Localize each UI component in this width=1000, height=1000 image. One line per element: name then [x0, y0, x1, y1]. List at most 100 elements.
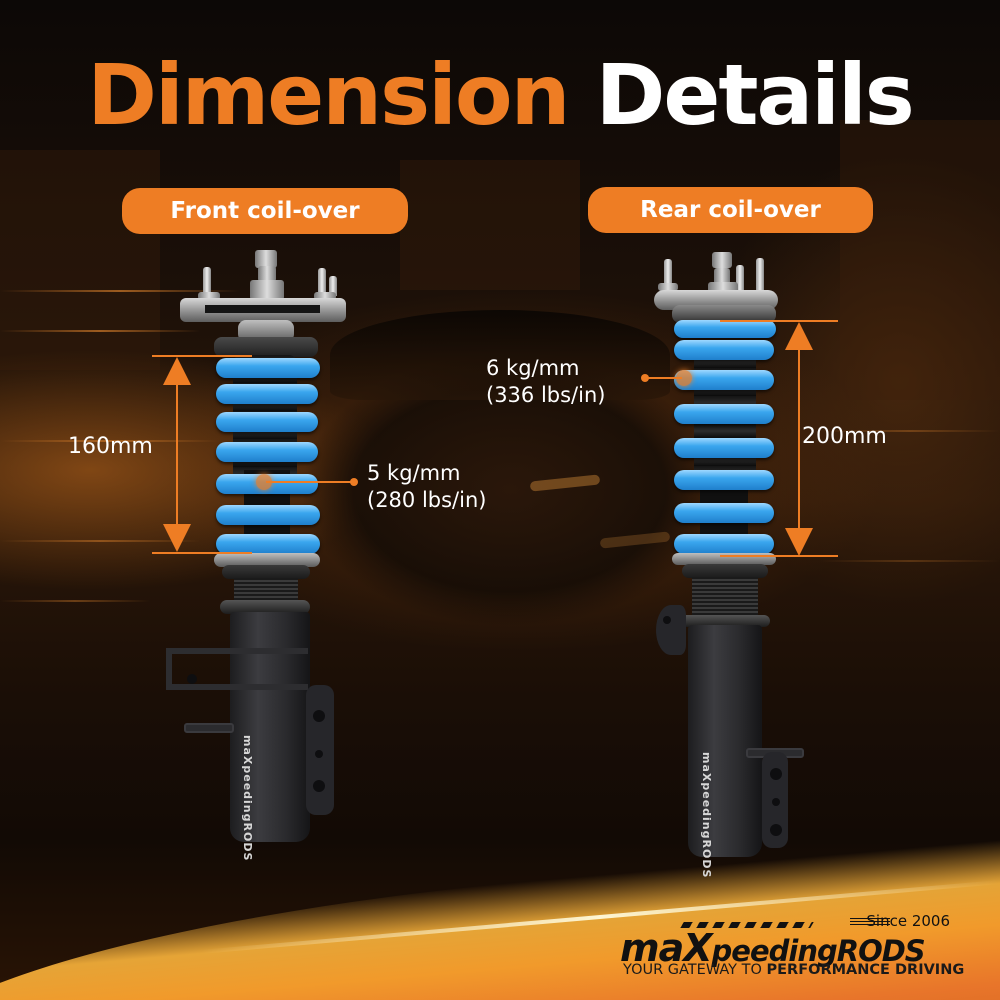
callout-dot-icon — [641, 374, 649, 382]
dimension-line-top — [152, 355, 252, 357]
building-shape — [0, 150, 160, 370]
callout-anchor-icon — [256, 474, 272, 490]
lock-ring — [682, 564, 768, 578]
arrow-up-icon — [785, 322, 813, 350]
title-dimension: Dimension — [87, 46, 570, 144]
nut-icon — [658, 283, 678, 291]
adjuster-knob-icon — [255, 250, 277, 268]
adjuster-knob-icon — [712, 252, 732, 268]
arrow-up-icon — [163, 357, 191, 385]
tagline-bold: PERFORMANCE DRIVING — [766, 962, 965, 978]
mount-hole — [315, 750, 323, 758]
spring-coil — [216, 442, 318, 462]
logo-wordmark: maXpeedingRODS — [620, 926, 926, 970]
front-coilover-label: Front coil-over — [122, 188, 408, 234]
spring-coil — [674, 370, 774, 390]
rear-coilover-label: Rear coil-over — [588, 187, 873, 233]
building-shape — [840, 120, 1000, 400]
spring-coil — [674, 534, 774, 554]
front-spring-rate: 5 kg/mm (280 lbs/in) — [367, 460, 486, 514]
lower-spring-seat — [214, 553, 320, 567]
spring-coil — [216, 412, 318, 432]
light-streak — [820, 430, 1000, 432]
stud-icon — [736, 265, 744, 293]
building-shape — [400, 160, 580, 290]
adjuster-knob-icon — [714, 268, 730, 286]
bracket-hole — [187, 674, 197, 684]
height-adjuster-ring — [680, 615, 770, 627]
spring-coil — [674, 340, 774, 360]
rear-spring-rate-metric: 6 kg/mm — [486, 356, 580, 380]
dimension-line-vertical — [176, 382, 178, 527]
logo-tagline: YOUR GATEWAY TO PERFORMANCE DRIVING — [623, 962, 964, 978]
adjuster-knob-icon — [258, 266, 276, 282]
mount-hole — [663, 616, 671, 624]
spring-coil — [674, 320, 776, 338]
front-length-label: 160mm — [68, 434, 153, 459]
title-details: Details — [595, 46, 915, 144]
bearing-housing — [238, 320, 294, 342]
light-streak — [0, 540, 200, 542]
arrow-down-icon — [163, 524, 191, 552]
threaded-sleeve — [692, 577, 758, 615]
spring-coil — [674, 470, 774, 490]
mount-hole — [770, 824, 782, 836]
mount-hole — [313, 780, 325, 792]
light-streak — [820, 560, 1000, 562]
lock-ring — [222, 565, 310, 579]
spring-coil — [216, 384, 318, 404]
page-title: Dimension Details — [0, 50, 1000, 140]
speed-lines-icon — [850, 918, 890, 926]
nut-icon — [314, 292, 336, 300]
logo-since: Since 2006 — [866, 912, 950, 930]
light-streak — [0, 600, 150, 602]
callout-anchor-icon — [676, 370, 692, 386]
spring-coil — [216, 534, 320, 554]
spring-coil — [674, 438, 774, 458]
rear-spring-rate-imperial: (336 lbs/in) — [486, 383, 606, 407]
front-spring-rate-imperial: (280 lbs/in) — [367, 488, 487, 512]
front-spring-rate-metric: 5 kg/mm — [367, 461, 461, 485]
spring-coil — [216, 358, 320, 378]
light-streak — [0, 330, 200, 332]
mount-hole — [313, 710, 325, 722]
tagline-light: YOUR GATEWAY TO — [623, 962, 767, 978]
mount-hole — [772, 798, 780, 806]
logo-suffix: peedingRODS — [711, 934, 926, 968]
arrow-down-icon — [785, 528, 813, 556]
body-brand-text: maXpeedingRODS — [700, 752, 713, 879]
upper-mount-ear — [656, 605, 686, 655]
mount-hole — [770, 768, 782, 780]
upper-spring-seat — [214, 337, 318, 357]
logo-prefix: maX — [620, 926, 713, 970]
dimension-line-bottom — [720, 555, 838, 557]
body-brand-text: maXpeedingRODS — [241, 735, 254, 862]
spring-coil — [216, 505, 320, 525]
shock-body — [688, 625, 762, 857]
sway-bar-bracket — [166, 648, 308, 690]
brand-logo: Since 2006 maXpeedingRODS YOUR GATEWAY T… — [620, 912, 964, 982]
callout-line — [266, 481, 356, 483]
spring-coil — [674, 503, 774, 523]
height-adjuster-ring — [220, 600, 310, 614]
dimension-line-bottom — [152, 552, 252, 554]
rear-length-label: 200mm — [802, 424, 887, 449]
light-streak — [0, 290, 240, 292]
spring-coil — [674, 404, 774, 424]
top-nut-icon — [250, 280, 284, 300]
callout-dot-icon — [350, 478, 358, 486]
car-windshield — [330, 310, 670, 400]
nut-icon — [198, 292, 220, 300]
rear-spring-rate: 6 kg/mm (336 lbs/in) — [486, 355, 605, 409]
stud-icon — [203, 267, 211, 297]
brake-line-tab — [184, 723, 234, 733]
light-streak — [0, 440, 220, 442]
stud-icon — [329, 276, 337, 296]
stud-icon — [756, 258, 764, 292]
plate-slot — [205, 305, 320, 313]
stud-icon — [318, 268, 326, 296]
upper-spring-seat — [672, 305, 776, 323]
dimension-line-top — [720, 320, 838, 322]
callout-line — [646, 377, 682, 379]
